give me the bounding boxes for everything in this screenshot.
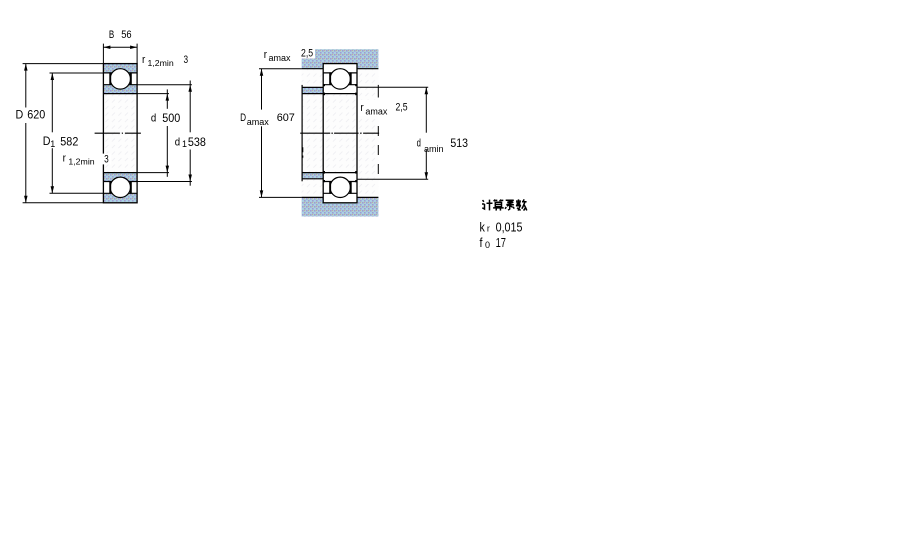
- svg-text:0,015: 0,015: [496, 221, 523, 235]
- svg-text:513: 513: [450, 138, 468, 151]
- svg-text:amax: amax: [269, 53, 292, 63]
- svg-text:500: 500: [162, 113, 180, 125]
- svg-text:d: d: [417, 137, 421, 150]
- svg-text:d: d: [175, 136, 180, 149]
- svg-text:d: d: [151, 112, 156, 125]
- svg-text:amax: amax: [365, 107, 388, 117]
- svg-text:r: r: [264, 50, 268, 62]
- svg-text:1,2min: 1,2min: [148, 58, 174, 68]
- svg-text:D: D: [16, 109, 24, 121]
- svg-text:538: 538: [188, 137, 206, 149]
- svg-text:620: 620: [27, 109, 45, 121]
- svg-text:2,5: 2,5: [301, 48, 314, 60]
- svg-text:B: B: [109, 29, 114, 42]
- svg-text:amin: amin: [424, 144, 444, 154]
- svg-text:17: 17: [496, 237, 506, 251]
- svg-text:3: 3: [104, 153, 109, 165]
- svg-text:0: 0: [485, 240, 490, 250]
- svg-text:3: 3: [184, 54, 189, 66]
- svg-text:1: 1: [50, 139, 55, 149]
- svg-text:r: r: [63, 153, 67, 165]
- svg-text:1: 1: [182, 139, 187, 149]
- svg-text:2,5: 2,5: [396, 102, 409, 114]
- svg-text:607: 607: [277, 112, 295, 124]
- svg-text:1,2min: 1,2min: [68, 157, 94, 167]
- svg-text:D: D: [43, 135, 51, 147]
- svg-text:r: r: [487, 224, 490, 234]
- svg-text:r: r: [360, 103, 364, 115]
- svg-text:r: r: [142, 55, 146, 67]
- svg-text:D: D: [240, 112, 246, 124]
- svg-text:f: f: [480, 236, 484, 250]
- svg-text:amax: amax: [247, 117, 270, 127]
- svg-text:56: 56: [121, 29, 132, 41]
- svg-text:k: k: [480, 221, 486, 235]
- svg-text:582: 582: [60, 136, 78, 148]
